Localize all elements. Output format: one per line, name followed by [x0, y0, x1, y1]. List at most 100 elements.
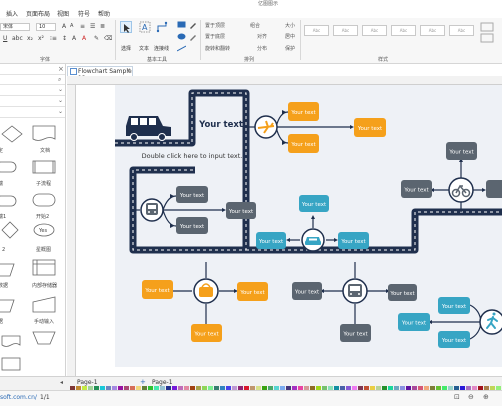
send-to-back-button[interactable]: 置于底层 [205, 34, 226, 40]
size-button[interactable]: 大小 [285, 23, 296, 29]
palette-swatch[interactable] [190, 386, 195, 391]
pen-tool-icon[interactable] [189, 21, 197, 31]
palette-swatch[interactable] [70, 386, 75, 391]
terminator-shape-1[interactable] [0, 195, 17, 207]
format-painter-icon[interactable]: ✎ [94, 35, 100, 42]
center-button[interactable]: 居中 [285, 34, 296, 40]
palette-swatch[interactable] [352, 386, 357, 391]
palette-swatch[interactable] [496, 386, 501, 391]
connector-tool-button[interactable] [156, 21, 168, 33]
palette-swatch[interactable] [280, 386, 285, 391]
style-swatch-1[interactable]: Abc [304, 25, 329, 36]
palette-swatch[interactable] [250, 386, 255, 391]
palette-swatch[interactable] [364, 386, 369, 391]
line-spacing-icon[interactable]: ↕ [62, 35, 68, 42]
palette-swatch[interactable] [472, 386, 477, 391]
bring-to-front-button[interactable]: 置于顶层 [205, 23, 226, 29]
palette-swatch[interactable] [298, 386, 303, 391]
fill-color-icon[interactable]: A [72, 35, 77, 42]
add-page-button[interactable]: + [140, 378, 146, 386]
page-nav-left-icon[interactable]: ◂ [60, 379, 64, 386]
palette-swatch[interactable] [484, 386, 489, 391]
font-color-icon[interactable]: A [82, 35, 87, 42]
menu-help[interactable]: 帮助 [98, 11, 111, 18]
page-tab-active[interactable]: Page-1 [152, 379, 173, 386]
subprocess-shape[interactable] [32, 160, 56, 174]
palette-swatch[interactable] [148, 386, 153, 391]
palette-swatch[interactable] [418, 386, 423, 391]
protect-button[interactable]: 保护 [285, 46, 296, 52]
chevron-down-icon[interactable]: ⌄ [58, 97, 64, 104]
bullets-icon[interactable]: ⁝≡ [50, 35, 57, 42]
yes-shape[interactable] [33, 223, 55, 237]
align-button[interactable]: 对齐 [257, 34, 268, 40]
list-icon[interactable]: ☰ [90, 23, 96, 30]
palette-swatch[interactable] [82, 386, 87, 391]
terminator-shape[interactable] [0, 161, 17, 173]
palette-swatch[interactable] [340, 386, 345, 391]
data-shape-partial[interactable] [0, 263, 15, 277]
menu-page-layout[interactable]: 页面布局 [26, 11, 51, 18]
start-shape-2[interactable] [32, 193, 56, 207]
palette-swatch[interactable] [478, 386, 483, 391]
strikethrough-icon[interactable]: abc [12, 35, 23, 42]
close-icon[interactable]: × [58, 65, 64, 73]
palette-swatch[interactable] [262, 386, 267, 391]
zoom-out-icon[interactable]: ⊖ [468, 393, 474, 401]
style-swatch-5[interactable]: Abc [420, 25, 445, 36]
palette-swatch[interactable] [88, 386, 93, 391]
library-category-row[interactable]: ⌄ [0, 86, 65, 96]
palette-swatch[interactable] [412, 386, 417, 391]
drawing-page[interactable] [115, 85, 502, 367]
palette-swatch[interactable] [304, 386, 309, 391]
palette-swatch[interactable] [316, 386, 321, 391]
palette-swatch[interactable] [436, 386, 441, 391]
palette-swatch[interactable] [268, 386, 273, 391]
palette-swatch[interactable] [166, 386, 171, 391]
manual-operation-shape[interactable] [32, 331, 56, 345]
palette-swatch[interactable] [94, 386, 99, 391]
chevron-down-icon[interactable]: ⌄ [58, 86, 64, 93]
palette-swatch[interactable] [292, 386, 297, 391]
line-shape-icon[interactable] [176, 45, 187, 54]
align-center-icon[interactable]: ≣ [100, 23, 106, 30]
font-name-combo[interactable]: 宋体 [0, 23, 30, 31]
group-button[interactable]: 组合 [250, 23, 261, 29]
palette-swatch[interactable] [208, 386, 213, 391]
palette-swatch[interactable] [394, 386, 399, 391]
palette-swatch[interactable] [196, 386, 201, 391]
palette-swatch[interactable] [118, 386, 123, 391]
underline-icon[interactable]: U [3, 35, 8, 42]
style-swatch-3[interactable]: Abc [362, 25, 387, 36]
search-icon[interactable]: ⌕ [58, 76, 62, 83]
palette-swatch[interactable] [430, 386, 435, 391]
style-swatch-4[interactable]: Abc [391, 25, 416, 36]
palette-swatch[interactable] [256, 386, 261, 391]
font-size-combo[interactable]: 10 [36, 23, 56, 31]
palette-swatch[interactable] [226, 386, 231, 391]
palette-swatch[interactable] [334, 386, 339, 391]
decision-shape[interactable] [1, 125, 23, 143]
palette-swatch[interactable] [466, 386, 471, 391]
palette-swatch[interactable] [322, 386, 327, 391]
palette-swatch[interactable] [100, 386, 105, 391]
palette-swatch[interactable] [214, 386, 219, 391]
palette-swatch[interactable] [154, 386, 159, 391]
subscript-icon[interactable]: x₂ [27, 35, 33, 42]
palette-swatch[interactable] [490, 386, 495, 391]
superscript-icon[interactable]: x² [38, 35, 44, 42]
palette-swatch[interactable] [184, 386, 189, 391]
palette-swatch[interactable] [406, 386, 411, 391]
palette-swatch[interactable] [442, 386, 447, 391]
palette-swatch[interactable] [178, 386, 183, 391]
color-palette[interactable] [70, 386, 502, 391]
document-shape-2[interactable] [1, 335, 21, 347]
document-tab[interactable]: Flowchart Sample 12 × [67, 66, 133, 82]
palette-swatch[interactable] [376, 386, 381, 391]
paragraph-icon[interactable]: ≡ [80, 23, 86, 30]
library-search-row[interactable]: ⌕ [0, 75, 65, 85]
palette-swatch[interactable] [136, 386, 141, 391]
status-url[interactable]: soft.com.cn/ [0, 394, 37, 401]
text-tool-button[interactable]: A [139, 21, 151, 33]
fit-page-icon[interactable]: ⊡ [454, 393, 460, 401]
